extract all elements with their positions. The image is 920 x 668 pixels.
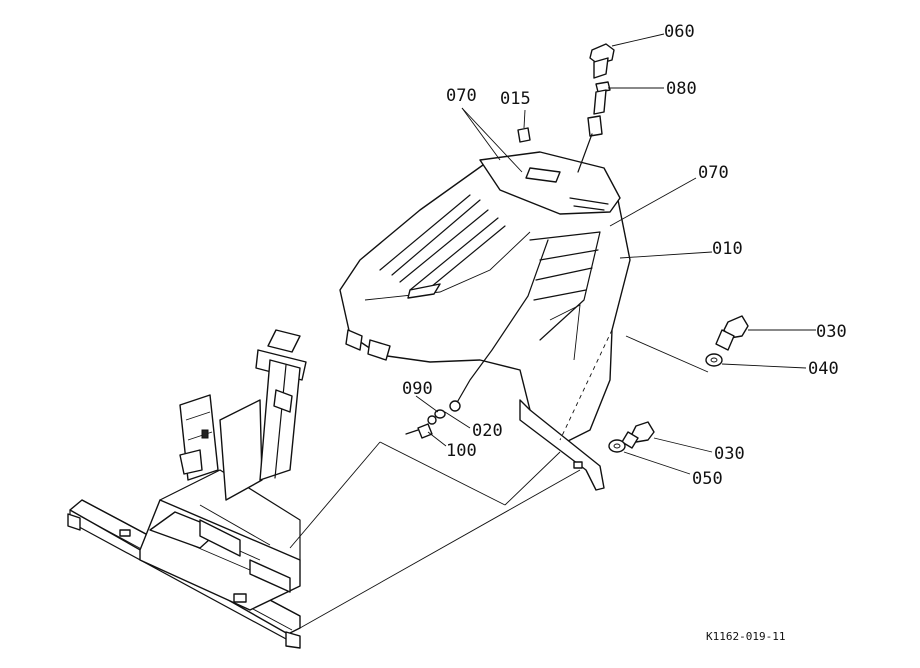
- leader-lines: [289, 33, 816, 629]
- callout-labels: 060 080 070 015 070 010 030 040 090 020 …: [402, 22, 847, 489]
- callout-020: 020: [472, 421, 503, 441]
- nut-015: [517, 127, 531, 143]
- callout-060: 060: [664, 22, 695, 42]
- washer-040: [705, 353, 723, 367]
- callout-015: 015: [500, 89, 531, 109]
- callout-030-lower: 030: [714, 444, 745, 464]
- bolt-060: [589, 43, 615, 79]
- callout-030-upper: 030: [816, 322, 847, 342]
- fitting-080: [577, 81, 611, 173]
- washer-050: [608, 439, 626, 453]
- figure-id: K1162-019-11: [706, 630, 785, 643]
- dash-panel-cover-010: [339, 151, 631, 491]
- bolt-030-upper: [715, 315, 749, 351]
- callout-070-left: 070: [446, 86, 477, 106]
- callout-050: 050: [692, 469, 723, 489]
- frame-bracket-assembly: [67, 329, 307, 649]
- cable-assembly: [405, 239, 549, 439]
- callout-080: 080: [666, 79, 697, 99]
- callout-070-right: 070: [698, 163, 729, 183]
- callout-100: 100: [446, 441, 477, 461]
- bolt-030-lower: [621, 421, 655, 449]
- callout-090: 090: [402, 379, 433, 399]
- callout-040: 040: [808, 359, 839, 379]
- callout-010: 010: [712, 239, 743, 259]
